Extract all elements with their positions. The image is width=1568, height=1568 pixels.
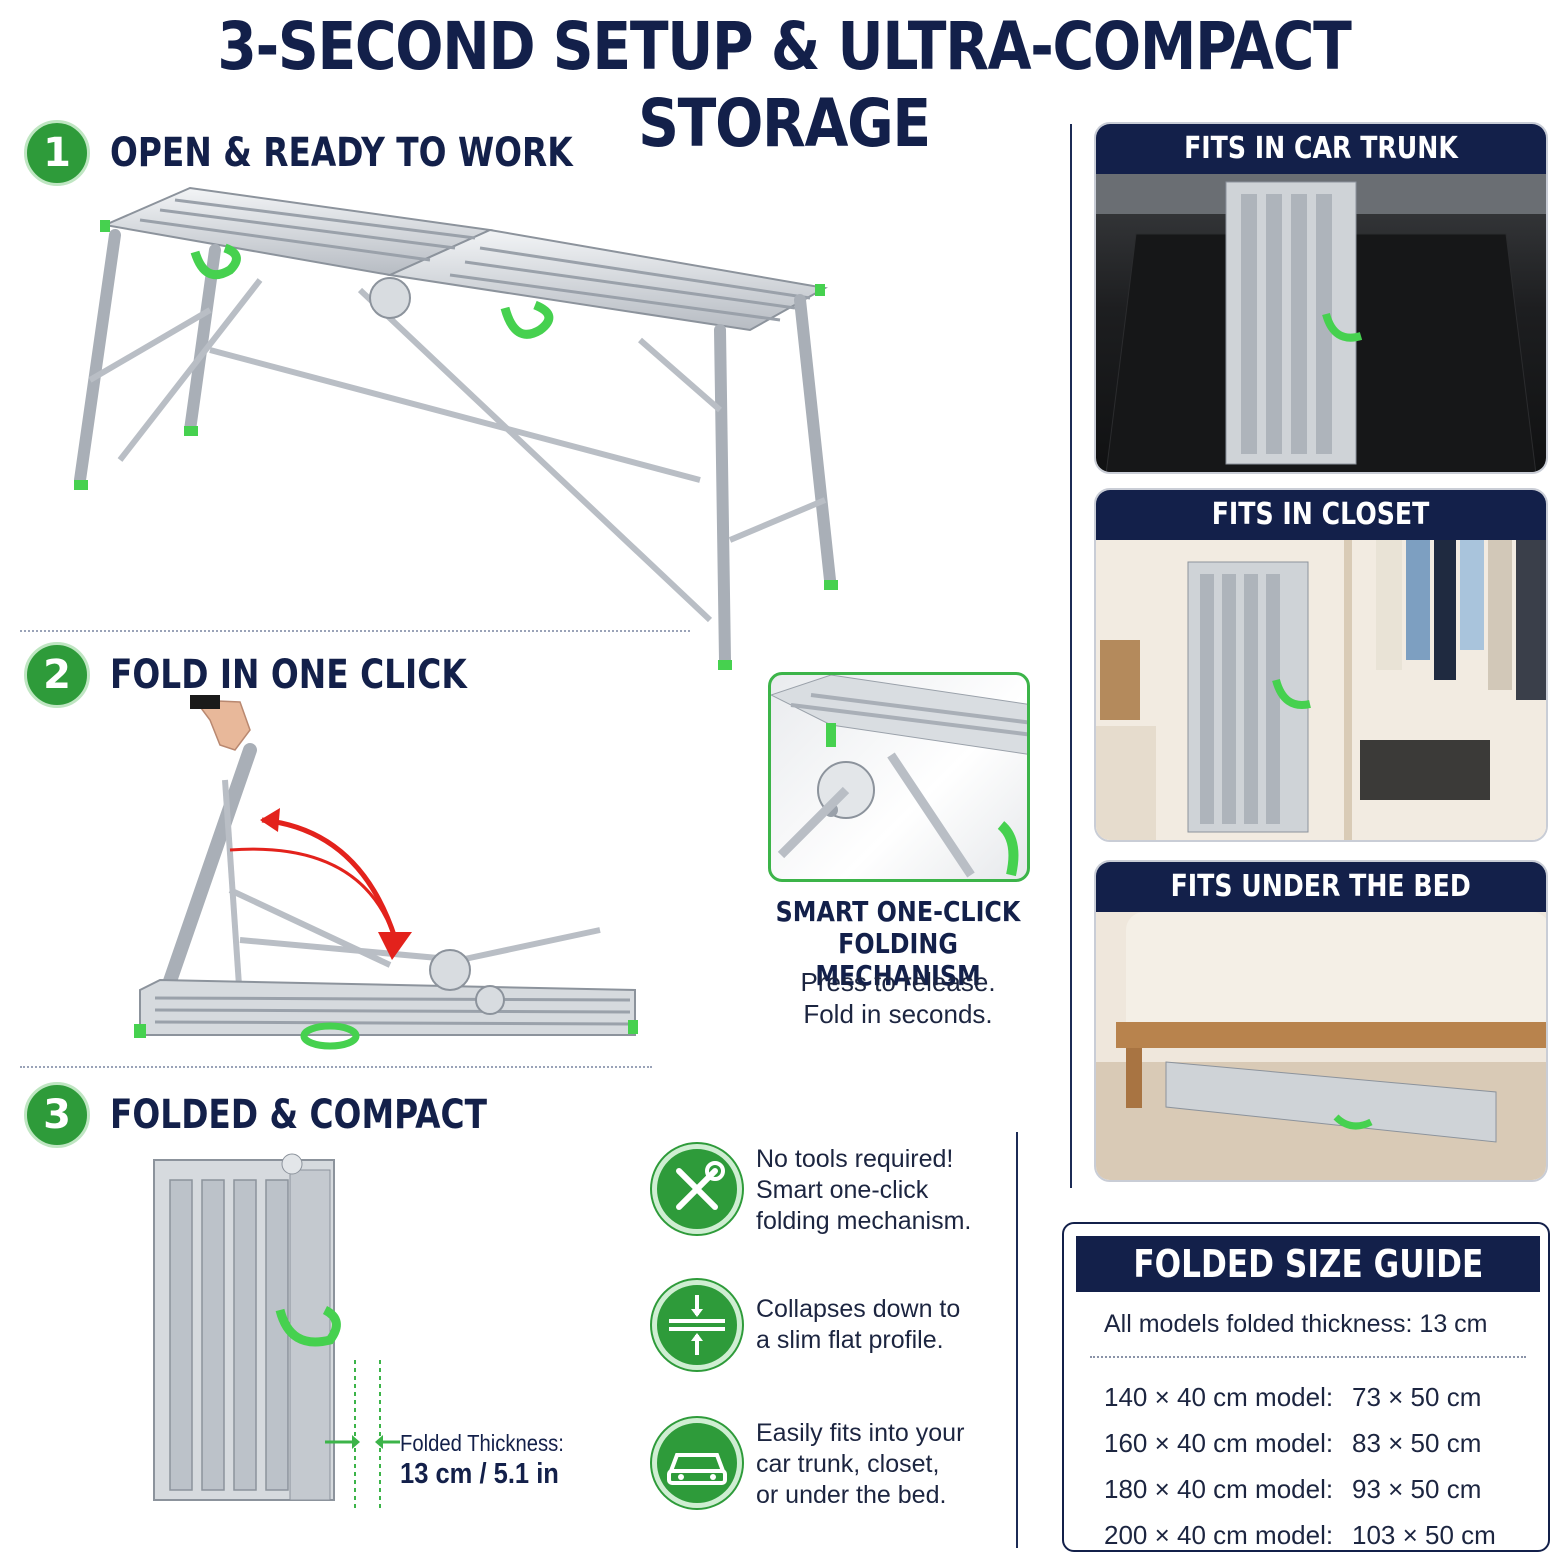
model-cell: 160 × 40 cm model: [1104,1428,1334,1458]
step-3-header: 3 FOLDED & COMPACT [24,1082,570,1148]
feature-text-line: or under the bed. [756,1481,947,1509]
panel-closet: FITS IN CLOSET [1094,488,1548,842]
tools-icon [652,1144,742,1234]
vertical-divider-right [1070,124,1072,1188]
feature-fits-anywhere: Easily fits into your car trunk, closet,… [652,1418,996,1511]
mechanism-detail-drawing [771,675,1027,878]
compress-icon [652,1280,742,1370]
step-1-number: 1 [24,120,90,186]
feature-text-line: Smart one-click [756,1176,929,1204]
step-2-header: 2 FOLD IN ONE CLICK [24,642,545,708]
car-icon [652,1418,742,1508]
thickness-label: Folded Thickness: [400,1430,564,1456]
size-cell: 103 × 50 cm [1352,1520,1496,1550]
feature-text-line: Collapses down to [756,1295,961,1323]
panel-car-trunk: FITS IN CAR TRUNK [1094,122,1548,474]
feature-no-tools: No tools required! Smart one-click foldi… [652,1144,996,1237]
feature-text-line: folding mechanism. [756,1207,972,1235]
vertical-divider-bottom [1016,1132,1018,1548]
folded-size-guide: FOLDED SIZE GUIDE All models folded thic… [1062,1222,1550,1552]
feature-no-tools-text: No tools required! Smart one-click foldi… [756,1144,996,1237]
model-cell: 180 × 40 cm model: [1104,1474,1334,1504]
feature-text-line: car trunk, closet, [756,1450,940,1478]
thickness-value: 13 cm / 5.1 in [400,1458,559,1490]
page-title: 3-SECOND SETUP & ULTRA-COMPACT STORAGE [217,8,1352,162]
feature-text-line: Easily fits into your [756,1419,965,1447]
folded-illustration [153,1153,400,1510]
under-bed-photo [1096,912,1546,1180]
size-cell: 93 × 50 cm [1352,1474,1482,1504]
panel-closet-title: FITS IN CLOSET [1096,490,1546,540]
table-row: 160 × 40 cm model: 83 × 50 cm [1104,1420,1544,1466]
open-platform-illustration [74,186,838,670]
step-1-header: 1 OPEN & READY TO WORK [24,120,674,186]
section-divider-1 [20,630,690,632]
folding-illustration [134,695,638,1050]
feature-slim-profile-text: Collapses down to a slim flat profile. [756,1280,996,1356]
car-trunk-photo [1096,174,1546,472]
step-1-label: OPEN & READY TO WORK [110,130,573,176]
panel-under-bed-title: FITS UNDER THE BED [1096,862,1546,912]
size-cell: 73 × 50 cm [1352,1382,1482,1412]
size-cell: 83 × 50 cm [1352,1428,1482,1458]
mechanism-sub-line-2: Fold in seconds. [803,999,993,1029]
model-cell: 200 × 40 cm model: [1104,1520,1334,1550]
mechanism-title: SMART ONE-CLICK FOLDING MECHANISM [764,896,1033,992]
size-guide-note: All models folded thickness: 13 cm [1104,1310,1488,1338]
mechanism-sub-line-1: Press to release. [800,967,996,997]
step-3-number: 3 [24,1082,90,1148]
panel-under-bed: FITS UNDER THE BED [1094,860,1548,1182]
size-guide-separator [1090,1356,1526,1358]
table-row: 200 × 40 cm model: 103 × 50 cm [1104,1512,1544,1558]
feature-fits-anywhere-text: Easily fits into your car trunk, closet,… [756,1418,996,1511]
mechanism-title-line-1: SMART ONE-CLICK [775,895,1021,928]
section-divider-2 [20,1066,652,1068]
step-2-label: FOLD IN ONE CLICK [110,652,467,698]
model-cell: 140 × 40 cm model: [1104,1382,1334,1412]
feature-text-line: a slim flat profile. [756,1326,944,1354]
mechanism-subtitle: Press to release. Fold in seconds. [740,966,1056,1030]
mechanism-detail-image [768,672,1030,882]
feature-text-line: No tools required! [756,1145,954,1173]
size-guide-table: 140 × 40 cm model: 73 × 50 cm 160 × 40 cm… [1104,1374,1544,1558]
table-row: 140 × 40 cm model: 73 × 50 cm [1104,1374,1544,1420]
table-row: 180 × 40 cm model: 93 × 50 cm [1104,1466,1544,1512]
mechanism-title-line-2: FOLDING MECHANISM [815,927,981,992]
step-3-label: FOLDED & COMPACT [110,1092,487,1138]
feature-slim-profile: Collapses down to a slim flat profile. [652,1280,996,1370]
step-2-number: 2 [24,642,90,708]
size-guide-title: FOLDED SIZE GUIDE [1076,1236,1540,1292]
closet-photo [1096,540,1546,840]
panel-car-trunk-title: FITS IN CAR TRUNK [1096,124,1546,174]
